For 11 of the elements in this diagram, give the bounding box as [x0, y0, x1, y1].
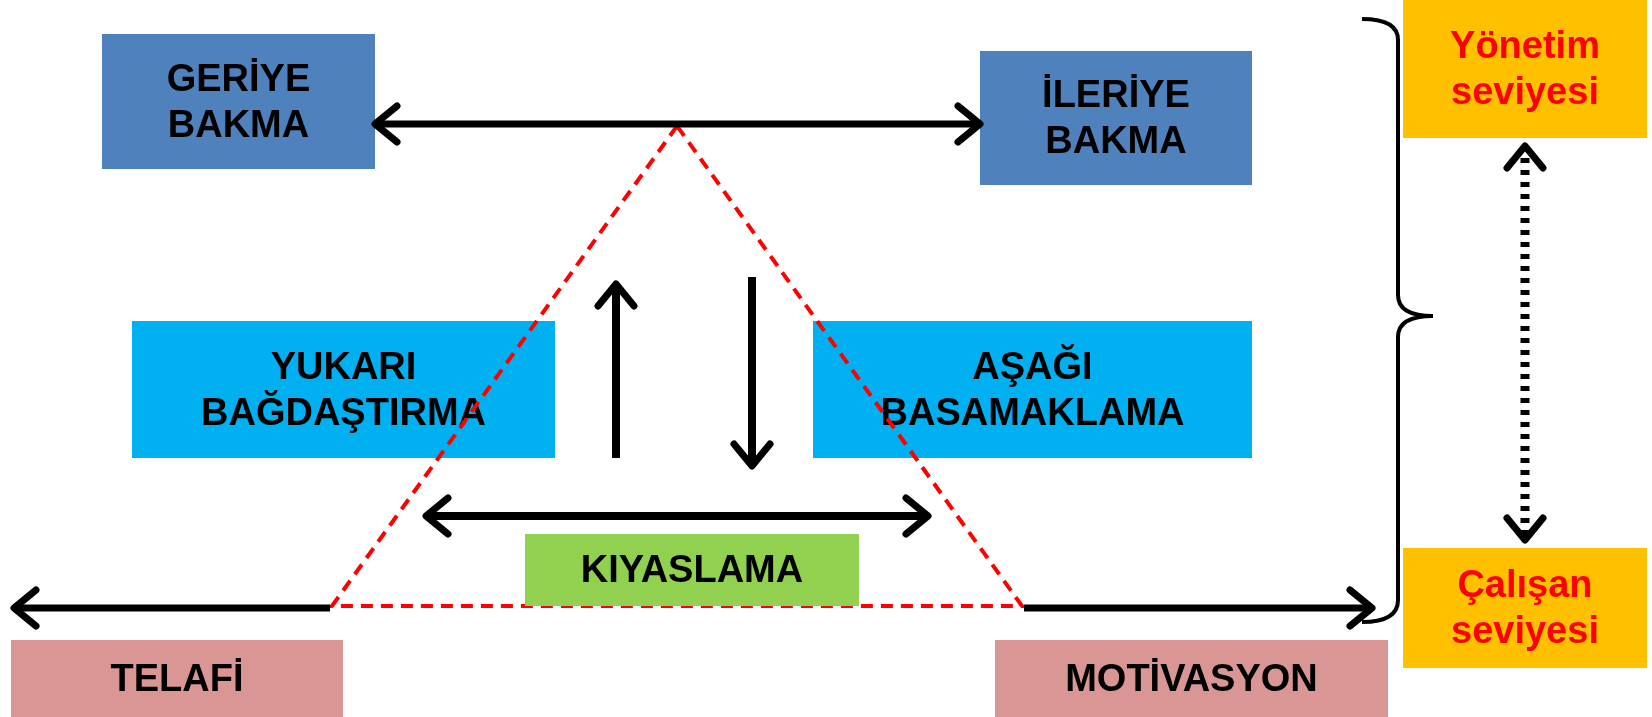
process-box: TELAFİ [11, 640, 343, 717]
process-box: KIYASLAMA [525, 534, 859, 606]
process-box: İLERİYE BAKMA [980, 51, 1252, 185]
level-box: Çalışan seviyesi [1403, 548, 1647, 668]
process-box: MOTİVASYON [995, 640, 1388, 717]
level-box: Yönetim seviyesi [1403, 0, 1647, 138]
arrow [1503, 142, 1547, 544]
process-box: AŞAĞI BASAMAKLAMA [813, 321, 1252, 458]
process-box: GERİYE BAKMA [102, 34, 375, 169]
process-box: YUKARI BAĞDAŞTIRMA [132, 321, 555, 458]
arrow [371, 102, 984, 146]
